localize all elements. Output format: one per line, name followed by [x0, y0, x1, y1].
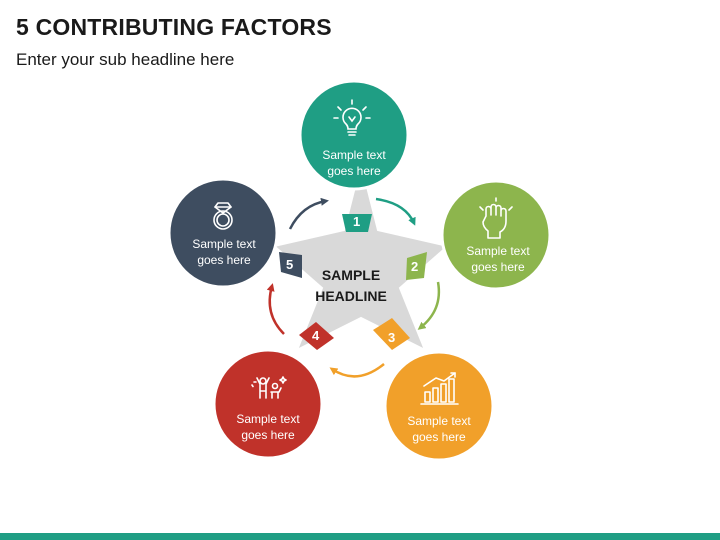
- factor-1-number-tab: [342, 214, 372, 232]
- arrow-4-to-5: [266, 283, 285, 335]
- factor-5-text-line2: goes here: [197, 253, 251, 267]
- center-star: [271, 162, 451, 353]
- factor-2-text-line1: Sample text: [466, 244, 530, 258]
- factor-2-number-tab: [406, 252, 427, 280]
- factor-4-node: Sample text goes here: [212, 348, 324, 460]
- factor-2-node: Sample text goes here: [440, 179, 552, 291]
- factor-4-number: 4: [312, 328, 320, 343]
- factor-1-node: Sample text goes here: [298, 79, 410, 191]
- factor-4-text-line1: Sample text: [236, 412, 300, 426]
- raised-fist-icon: [479, 197, 513, 239]
- arrow-5-to-1: [288, 197, 329, 230]
- factor-5-number-tab: [279, 252, 302, 278]
- factor-3-node: Sample text goes here: [383, 350, 495, 462]
- bottom-accent-bar: [0, 533, 720, 540]
- factor-2-number: 2: [411, 259, 418, 274]
- factor-1-number: 1: [353, 214, 360, 229]
- page-subtitle: Enter your sub headline here: [16, 50, 235, 69]
- celebrating-people-icon: [251, 376, 287, 399]
- factor-5-node: Sample text goes here: [167, 177, 279, 289]
- factor-3-text-line1: Sample text: [407, 414, 471, 428]
- factor-3-text-line2: goes here: [412, 430, 466, 444]
- arrow-3-to-4: [329, 363, 385, 378]
- factor-3-number-tab: [373, 318, 410, 350]
- factor-4-text-line2: goes here: [241, 428, 295, 442]
- lightbulb-icon: [333, 99, 371, 136]
- arrow-2-to-3: [417, 281, 441, 330]
- factor-1-text-line2: goes here: [327, 164, 381, 178]
- factor-4-number-tab: [299, 322, 334, 350]
- factor-2-text-line2: goes here: [471, 260, 525, 274]
- factor-5-text-line1: Sample text: [192, 237, 256, 251]
- factor-3-number: 3: [388, 330, 395, 345]
- page-title: 5 CONTRIBUTING FACTORS: [16, 14, 332, 40]
- diamond-ring-icon: [213, 202, 233, 230]
- factor-5-number: 5: [286, 257, 293, 272]
- center-headline-line2: HEADLINE: [315, 288, 387, 304]
- arrow-1-to-2: [375, 197, 416, 226]
- bar-chart-growth-icon: [420, 372, 459, 405]
- center-headline-line1: SAMPLE: [322, 267, 380, 283]
- factor-1-text-line1: Sample text: [322, 148, 386, 162]
